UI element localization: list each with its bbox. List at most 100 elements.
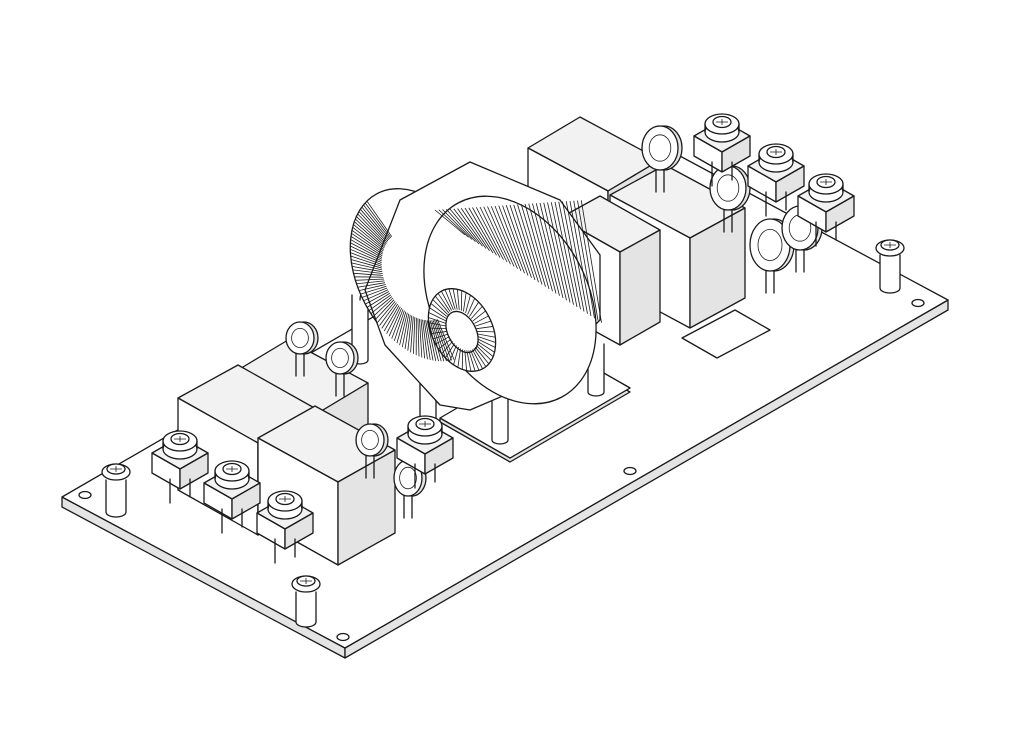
winding-line: [438, 338, 452, 350]
winding-line: [471, 349, 484, 370]
capacitor: [355, 423, 389, 479]
winding-line: [419, 318, 423, 358]
winding-line: [470, 349, 480, 371]
winding-line: [464, 350, 468, 371]
winding-line: [474, 346, 490, 365]
winding-line: [353, 224, 385, 250]
winding-line: [558, 201, 581, 310]
capacitor: [709, 165, 751, 233]
winding-line: [580, 200, 602, 323]
winding-line: [468, 350, 476, 372]
screw-terminal: [693, 113, 751, 187]
screw-terminal: [203, 460, 261, 534]
screw-terminal: [256, 490, 314, 564]
winding-line: [431, 320, 445, 362]
winding-line: [358, 211, 388, 243]
winding-line: [532, 203, 557, 294]
winding-line: [445, 208, 476, 243]
mounting-screw: [101, 463, 131, 518]
screw-terminal: [747, 143, 805, 217]
winding-line: [435, 336, 450, 345]
winding-line: [470, 306, 483, 319]
winding-line: [467, 298, 475, 315]
winding-line: [502, 205, 529, 276]
winding-line: [417, 318, 420, 357]
winding-line: [428, 322, 447, 327]
screw-terminal: [797, 173, 855, 247]
winding-line: [465, 295, 471, 314]
winding-line: [388, 307, 402, 337]
winding-line: [422, 319, 428, 360]
winding-line: [456, 289, 460, 310]
winding-line: [473, 348, 487, 367]
winding-line: [460, 208, 490, 251]
winding-line: [524, 203, 550, 290]
winding-line: [469, 301, 479, 317]
winding-line: [374, 299, 395, 321]
winding-line: [429, 307, 447, 319]
winding-line: [364, 202, 392, 238]
winding-line: [573, 200, 595, 319]
winding-line: [350, 236, 383, 257]
winding-line: [429, 320, 442, 362]
winding-line: [449, 345, 457, 362]
winding-line: [449, 208, 480, 245]
winding-line: [355, 278, 384, 281]
winding-line: [434, 209, 466, 236]
winding-line: [453, 208, 483, 247]
winding-line: [452, 288, 458, 310]
winding-line: [351, 262, 383, 271]
winding-line: [472, 310, 486, 322]
winding-line: [437, 319, 455, 360]
winding-line: [477, 338, 496, 348]
winding-line: [448, 288, 456, 310]
winding-line: [494, 205, 522, 272]
winding-line: [445, 343, 455, 359]
winding-line: [476, 326, 493, 330]
winding-line: [393, 310, 405, 342]
winding-line: [444, 289, 454, 311]
winding-line: [517, 204, 543, 285]
winding-line: [577, 200, 599, 321]
winding-line: [383, 305, 400, 332]
winding-line: [543, 202, 567, 301]
mounting-screw: [291, 575, 321, 628]
winding-line: [475, 207, 504, 260]
winding-line: [350, 242, 382, 260]
capacitor: [285, 321, 319, 377]
winding-line: [391, 309, 404, 339]
winding-line: [487, 206, 515, 267]
winding-line: [513, 204, 539, 283]
winding-line: [350, 255, 382, 267]
winding-line: [358, 284, 386, 292]
winding-line: [396, 311, 407, 344]
winding-line: [354, 221, 385, 249]
mounting-hole: [78, 490, 92, 500]
winding-line: [381, 303, 399, 329]
winding-line: [420, 319, 426, 359]
winding-line: [352, 269, 383, 274]
winding-line: [423, 319, 431, 361]
capacitor: [641, 125, 683, 193]
winding-line: [404, 314, 411, 350]
winding-line: [431, 330, 448, 334]
winding-line: [360, 208, 389, 242]
winding-line: [463, 292, 467, 312]
winding-line: [372, 297, 394, 318]
winding-line: [474, 315, 489, 324]
winding-line: [350, 248, 382, 264]
winding-line: [350, 252, 382, 265]
winding-line: [356, 280, 385, 285]
winding-line: [360, 285, 387, 295]
winding-line: [562, 201, 585, 312]
winding-line: [365, 291, 390, 305]
winding-line: [468, 207, 497, 256]
winding-line: [477, 336, 496, 343]
winding-line: [472, 207, 501, 258]
winding-line: [426, 320, 437, 361]
mounting-hole: [336, 632, 350, 642]
winding-line: [440, 290, 453, 311]
winding-line: [432, 299, 449, 315]
winding-line: [554, 201, 578, 308]
